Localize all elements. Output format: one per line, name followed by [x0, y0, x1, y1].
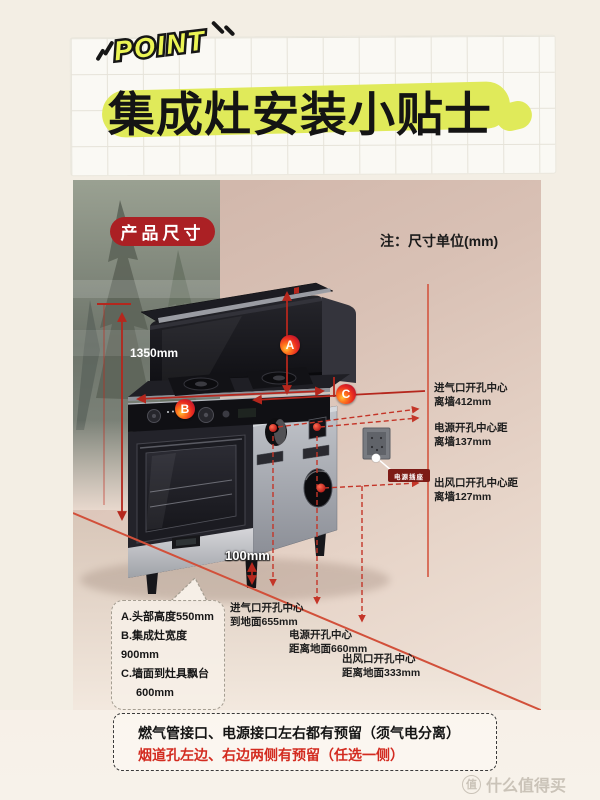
- legend-item-c-value: 600mm: [136, 687, 174, 699]
- legend-item-b: B.集成灶宽度900mm: [121, 630, 187, 661]
- height-dimension-label: 1350mm: [130, 346, 179, 360]
- legend-item-c: C.墙面到灶具飘台: [121, 668, 209, 680]
- installation-note-box: 燃气管接口、电源接口左右都有预留（须气电分离） 烟道孔左边、右边两侧有预留（任选…: [113, 713, 497, 771]
- wall-label-air-outlet: 出风口开孔中心距 离墙127mm: [434, 477, 518, 503]
- floor-gap-label: 100mm: [225, 548, 270, 563]
- marker-b-badge: B: [175, 399, 195, 419]
- marker-c-badge: C: [336, 384, 356, 404]
- marker-a-badge: A: [280, 335, 300, 355]
- wall-label-power: 电源开孔中心距 离墙137mm: [434, 422, 508, 448]
- socket-tag: 电源插座: [388, 469, 430, 482]
- decorative-tick: [210, 20, 225, 35]
- bottom-background: [0, 710, 600, 800]
- decorative-tick: [223, 24, 236, 37]
- watermark-text: 什么值得买: [486, 778, 567, 795]
- note-line-flue: 烟道孔左边、右边两侧有预留（任选一侧）: [138, 747, 404, 763]
- site-watermark: 值 什么值得买: [462, 772, 566, 796]
- wall-socket: [362, 427, 393, 472]
- dimension-legend: A.头部高度550mm B.集成灶宽度900mm C.墙面到灶具飘台 600mm: [111, 600, 225, 710]
- floor-label-power: 电源开孔中心 距离地面660mm: [289, 629, 368, 655]
- point-label: POINT: [110, 23, 210, 69]
- wall-label-gas-inlet: 进气口开孔中心 离墙412mm: [434, 382, 508, 408]
- floor-label-air-outlet: 出风口开孔中心 距离地面333mm: [342, 653, 421, 679]
- unit-note: 注：尺寸单位(mm): [380, 233, 499, 249]
- dimension-lines: [73, 284, 541, 712]
- note-line-gas-power: 燃气管接口、电源接口左右都有预留（须气电分离）: [138, 725, 460, 741]
- stove-shadow: [80, 558, 390, 602]
- watermark-logo-icon: 值: [462, 774, 481, 794]
- legend-item-a: A.头部高度550mm: [121, 611, 214, 623]
- floor-label-gas-inlet: 进气口开孔中心 到地面655mm: [230, 602, 304, 628]
- section-badge: 产品尺寸: [110, 217, 215, 246]
- page-title: 集成灶安装小贴士: [108, 88, 492, 141]
